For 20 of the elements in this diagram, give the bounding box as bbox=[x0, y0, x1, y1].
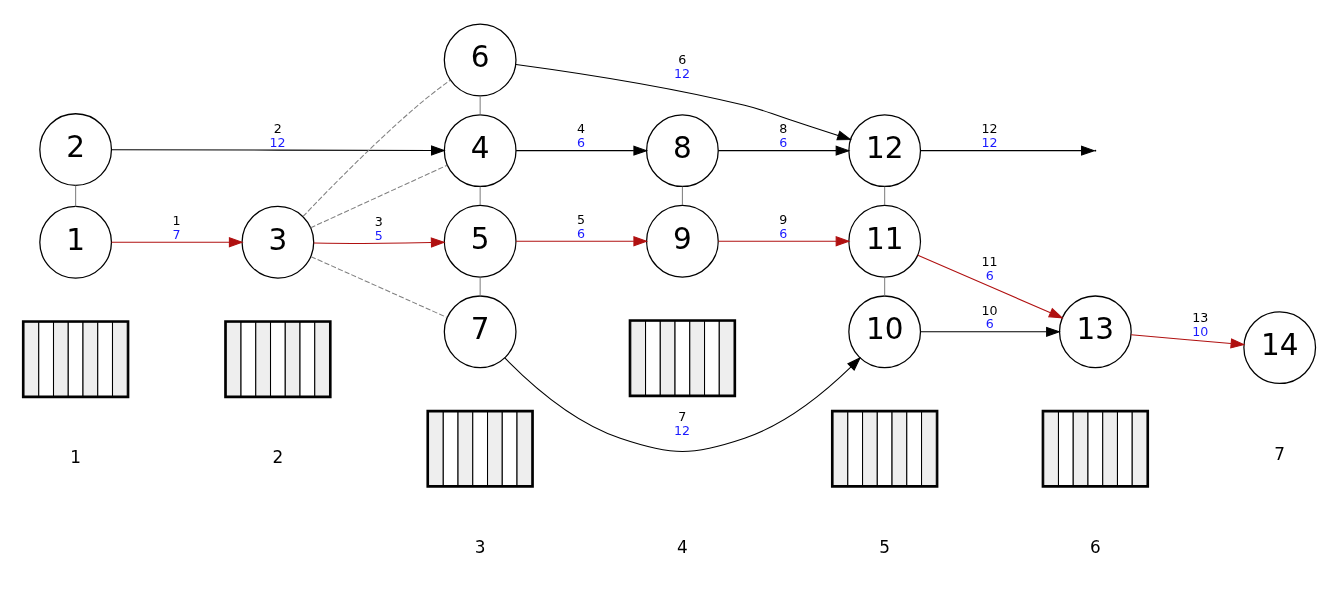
label: 1 bbox=[69, 447, 81, 468]
edge-label: 10 6 bbox=[981, 302, 998, 332]
label: 4 bbox=[676, 536, 688, 557]
label: 2 bbox=[272, 447, 283, 468]
edge-label: 4 6 bbox=[576, 121, 585, 151]
edge-label: 7 12 bbox=[673, 408, 690, 438]
edge-label: 6 12 bbox=[673, 51, 690, 81]
edge-label: 2 12 bbox=[268, 121, 286, 151]
edge-label: 11 6 bbox=[981, 254, 998, 283]
edge-label: 8 6 bbox=[778, 121, 787, 151]
label: 6 bbox=[1089, 536, 1101, 557]
label: 5 bbox=[878, 536, 890, 557]
label: 7 bbox=[1273, 444, 1285, 465]
edge-label: 3 5 bbox=[374, 214, 383, 243]
edge-label: 13 10 bbox=[1191, 309, 1208, 339]
edge-label: 5 6 bbox=[576, 211, 585, 241]
edge-label: 1 7 bbox=[172, 213, 181, 242]
edge-label: 12 12 bbox=[981, 121, 998, 151]
label: 3 bbox=[474, 536, 486, 557]
edge-label: 9 6 bbox=[778, 211, 787, 241]
